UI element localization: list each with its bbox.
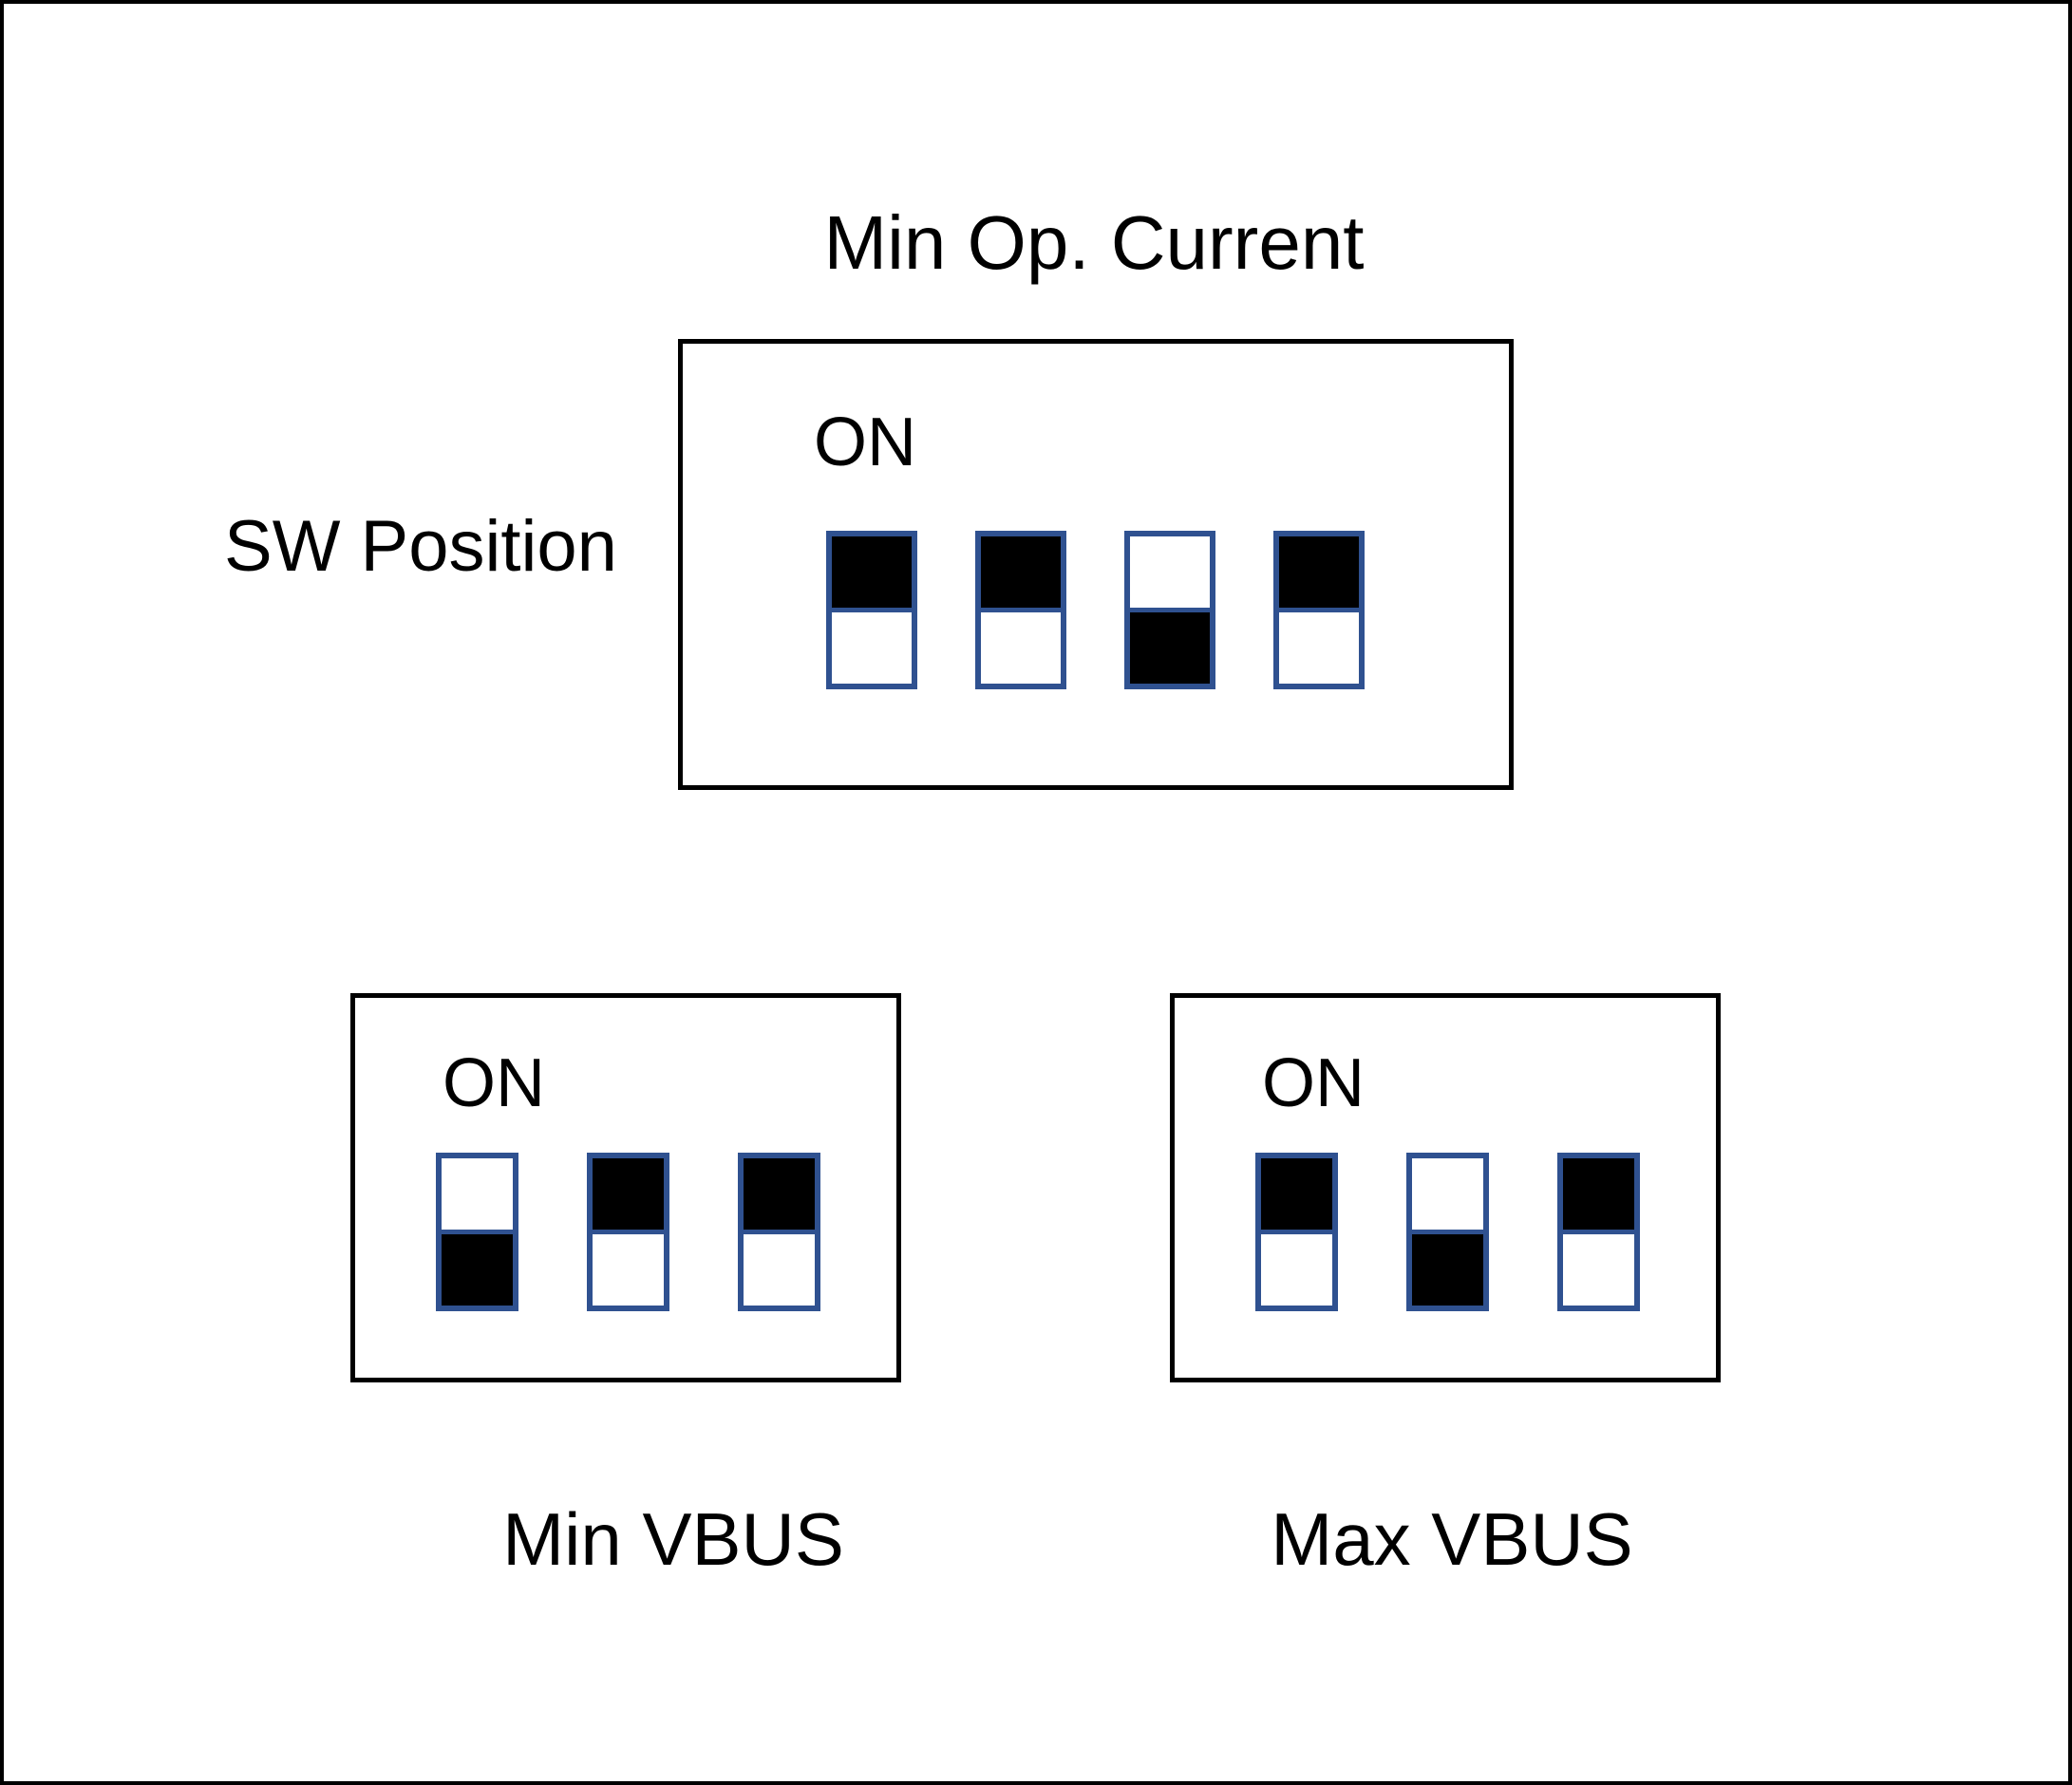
panel-min-vbus: ON	[350, 993, 901, 1382]
dip-top-cell	[1279, 536, 1359, 612]
dip-switch-2	[975, 531, 1066, 689]
dip-top-cell	[1130, 536, 1210, 612]
sw-position-label: SW Position	[224, 506, 617, 587]
dip-top-cell	[593, 1158, 664, 1234]
dip-top-cell	[442, 1158, 513, 1234]
dip-top-cell	[1261, 1158, 1332, 1234]
dip-switch-3	[738, 1153, 820, 1311]
dip-top-cell	[744, 1158, 815, 1234]
dip-switch-3	[1557, 1153, 1640, 1311]
dip-bottom-cell	[981, 612, 1061, 684]
dip-top-cell	[981, 536, 1061, 612]
dip-switch-2	[1406, 1153, 1489, 1311]
dip-bottom-cell	[1563, 1234, 1634, 1306]
max-vbus-caption: Max VBUS	[1271, 1497, 1633, 1581]
dip-bottom-cell	[832, 612, 912, 684]
dip-top-cell	[832, 536, 912, 612]
dip-bottom-cell	[744, 1234, 815, 1306]
dip-switch-4	[1273, 531, 1365, 689]
min-vbus-caption: Min VBUS	[502, 1497, 844, 1581]
dip-bottom-cell	[1279, 612, 1359, 684]
dip-switch-1	[1255, 1153, 1338, 1311]
dip-bottom-cell	[593, 1234, 664, 1306]
dip-bottom-cell	[1412, 1234, 1483, 1306]
dip-switch-2	[587, 1153, 669, 1311]
diagram-title: Min Op. Current	[823, 200, 1365, 285]
dip-top-cell	[1412, 1158, 1483, 1234]
dip-switch-1	[436, 1153, 518, 1311]
panel-max-vbus: ON	[1170, 993, 1721, 1382]
dip-bottom-cell	[1130, 612, 1210, 684]
panel-min-op-current: ON	[678, 339, 1514, 790]
dip-switch-3	[1124, 531, 1215, 689]
dip-bottom-cell	[442, 1234, 513, 1306]
on-label: ON	[1262, 1045, 1365, 1121]
on-label: ON	[814, 404, 916, 480]
dip-top-cell	[1563, 1158, 1634, 1234]
dip-bottom-cell	[1261, 1234, 1332, 1306]
on-label: ON	[443, 1045, 545, 1121]
dip-switch-1	[826, 531, 917, 689]
